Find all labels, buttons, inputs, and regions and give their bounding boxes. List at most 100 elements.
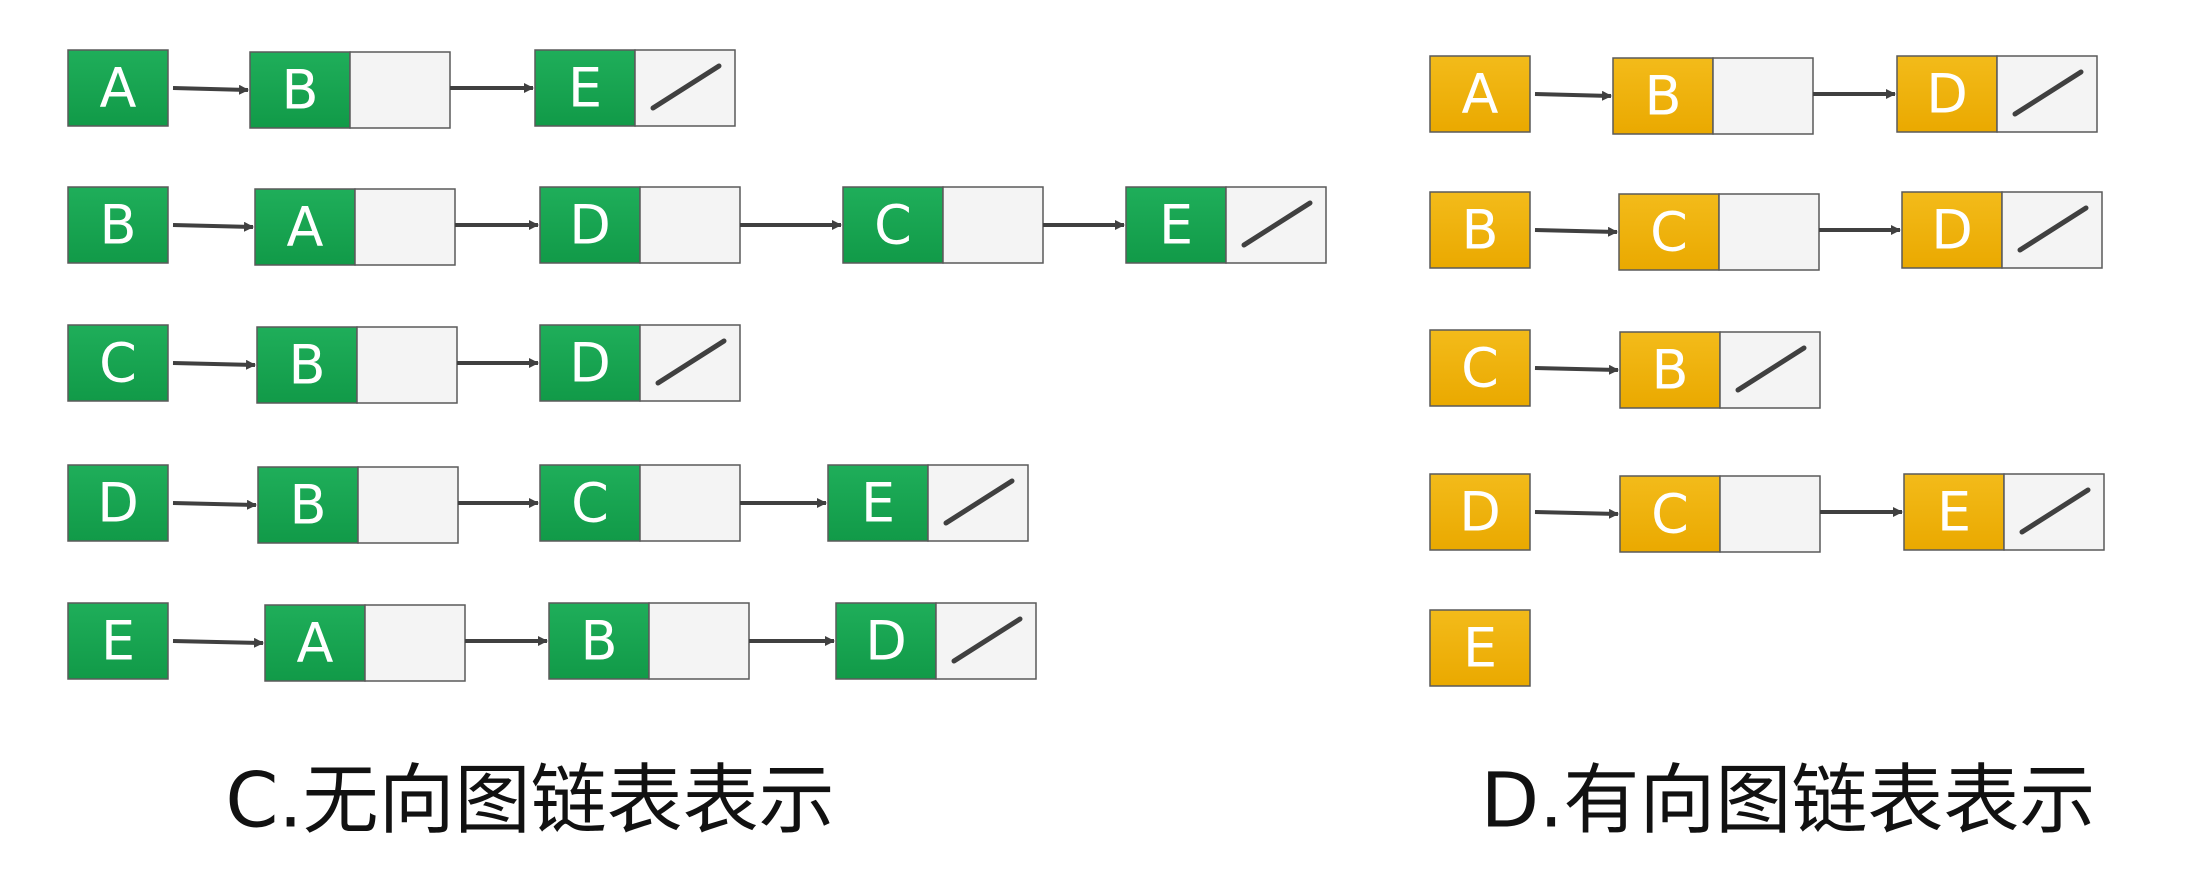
null-pointer-slash bbox=[1735, 345, 1807, 393]
node-data-label: B bbox=[1644, 65, 1681, 128]
node-data-label: E bbox=[861, 472, 895, 535]
node-data-label: D bbox=[569, 332, 611, 395]
head-vertex-box bbox=[1429, 55, 1531, 133]
null-pointer-slash bbox=[2019, 487, 2091, 535]
node-data-label: A bbox=[297, 612, 334, 675]
node-next-field bbox=[364, 604, 466, 682]
node-data-field bbox=[264, 604, 366, 682]
node-data-field bbox=[1125, 186, 1227, 264]
node-next-field bbox=[354, 188, 456, 266]
list-node: E bbox=[1903, 473, 2105, 551]
head-vertex-label: C bbox=[99, 332, 137, 395]
null-pointer-slash bbox=[1241, 200, 1313, 248]
node-data-label: A bbox=[287, 196, 324, 259]
head-vertex-box bbox=[1429, 329, 1531, 407]
list-node: A bbox=[264, 604, 466, 682]
node-data-label: B bbox=[580, 610, 617, 673]
pointer-arrow bbox=[1534, 508, 1619, 519]
node-data-field bbox=[534, 49, 636, 127]
head-vertex-box bbox=[67, 49, 169, 127]
node-data-label: B bbox=[289, 474, 326, 537]
pointer-arrow bbox=[1534, 364, 1619, 375]
list-node: B bbox=[1612, 57, 1814, 135]
list-node: B bbox=[1619, 331, 1821, 409]
node-data-field bbox=[1896, 55, 1998, 133]
head-vertex-box bbox=[67, 186, 169, 264]
node-data-label: C bbox=[1650, 201, 1688, 264]
list-node: B bbox=[249, 51, 451, 129]
node-data-label: C bbox=[571, 472, 609, 535]
list-node: D bbox=[539, 324, 741, 402]
head-vertex-box bbox=[1429, 191, 1531, 269]
pointer-arrow bbox=[172, 221, 254, 232]
node-data-label: E bbox=[1937, 481, 1971, 544]
node-data-field bbox=[548, 602, 650, 680]
pointer-arrow bbox=[1534, 226, 1618, 237]
node-data-label: D bbox=[569, 194, 611, 257]
adjacency-row-b: B C D bbox=[1429, 191, 2103, 271]
node-data-field bbox=[257, 466, 359, 544]
list-node: B bbox=[256, 326, 458, 404]
head-vertex-box bbox=[1429, 473, 1531, 551]
null-pointer-slash bbox=[2012, 69, 2084, 117]
node-data-field bbox=[1612, 57, 1714, 135]
list-node: D bbox=[835, 602, 1037, 680]
head-vertex-label: D bbox=[97, 472, 139, 535]
null-pointer-slash bbox=[943, 478, 1015, 526]
head-vertex-box bbox=[67, 464, 169, 542]
node-data-field bbox=[256, 326, 358, 404]
node-next-field bbox=[356, 326, 458, 404]
list-node: C bbox=[539, 464, 741, 542]
node-data-label: D bbox=[865, 610, 907, 673]
head-vertex-label: C bbox=[1461, 337, 1499, 400]
node-data-field bbox=[1619, 475, 1721, 553]
node-data-field bbox=[539, 324, 641, 402]
node-data-label: B bbox=[1651, 339, 1688, 402]
node-data-label: B bbox=[281, 59, 318, 122]
undirected-caption: C.无向图链表表示 bbox=[225, 756, 834, 845]
node-data-field bbox=[827, 464, 929, 542]
list-node: C bbox=[842, 186, 1044, 264]
list-node: B bbox=[257, 466, 459, 544]
null-pointer-slash bbox=[650, 63, 722, 111]
pointer-arrow bbox=[172, 84, 249, 95]
list-node: D bbox=[1901, 191, 2103, 269]
pointer-arrow bbox=[172, 637, 264, 648]
null-pointer-slash bbox=[951, 616, 1023, 664]
null-pointer-slash bbox=[655, 338, 727, 386]
node-data-label: E bbox=[1159, 194, 1193, 257]
adjacency-row-e: E bbox=[1429, 609, 1531, 687]
list-node: E bbox=[827, 464, 1029, 542]
list-node: C bbox=[1618, 193, 1820, 271]
list-node: E bbox=[534, 49, 736, 127]
head-vertex-label: E bbox=[101, 610, 135, 673]
head-vertex-label: A bbox=[100, 57, 137, 120]
node-next-field bbox=[639, 186, 741, 264]
node-data-field bbox=[254, 188, 356, 266]
list-node: D bbox=[1896, 55, 2098, 133]
node-next-field bbox=[1718, 193, 1820, 271]
list-node: C bbox=[1619, 475, 1821, 553]
head-vertex-label: E bbox=[1463, 617, 1497, 680]
directed-caption: D.有向图链表表示 bbox=[1481, 756, 2096, 845]
node-data-label: C bbox=[1651, 483, 1689, 546]
pointer-arrow bbox=[172, 499, 257, 510]
null-pointer-slash bbox=[2017, 205, 2089, 253]
list-node: D bbox=[539, 186, 741, 264]
node-data-label: C bbox=[874, 194, 912, 257]
node-data-label: D bbox=[1926, 63, 1968, 126]
list-node: A bbox=[254, 188, 456, 266]
node-data-field bbox=[1901, 191, 2003, 269]
node-data-field bbox=[249, 51, 351, 129]
head-vertex-box bbox=[1429, 609, 1531, 687]
node-next-field bbox=[648, 602, 750, 680]
head-vertex-label: D bbox=[1459, 481, 1501, 544]
node-data-label: D bbox=[1931, 199, 1973, 262]
pointer-arrow bbox=[172, 359, 256, 370]
head-vertex-label: B bbox=[1461, 199, 1498, 262]
